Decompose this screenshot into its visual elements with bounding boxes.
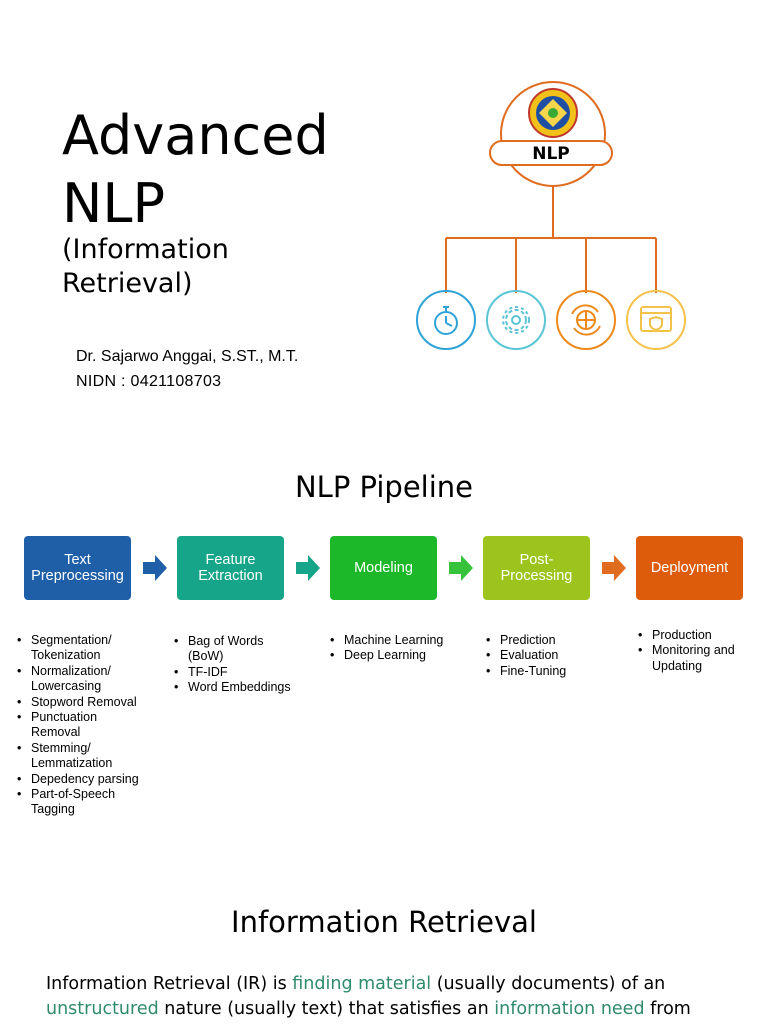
ir-text: (usually documents) of an [431,974,666,994]
ir-text: from [644,999,691,1019]
emblem-icon [528,88,578,138]
stage-bullet-item: Prediction [486,633,566,649]
stage-bullet-item: Segmentation/Tokenization [17,633,139,664]
stage-bullet-item: Fine-Tuning [486,664,566,680]
lines [445,81,657,293]
gear-icon [486,290,546,350]
nlp-logo-graphic: NLP [416,81,686,350]
arrow-right-icon [449,555,473,581]
stopwatch-icon [416,290,476,350]
stage-label-line: Text [64,552,91,568]
ir-highlight-term: information need [494,999,645,1019]
ir-highlight-term: unstructured [46,999,159,1019]
arrow-right-icon [602,555,626,581]
logo-label: NLP [532,144,570,164]
pipeline-title: NLP Pipeline [294,470,474,504]
ir-paragraph: Information Retrieval (IR) is finding ma… [46,972,746,1022]
stage-bullet-item: TF-IDF [174,665,291,681]
page-subtitle: (Information Retrieval) [62,233,229,301]
stage-bullet-item: Normalization/Lowercasing [17,664,139,695]
stage-label-line: Modeling [354,560,413,576]
stage-label-line: Extraction [198,568,263,584]
stage-bullet-item: Bag of Words(BoW) [174,634,291,665]
stage-bullet-item: Deep Learning [330,648,443,664]
browser-shield-icon [626,290,686,350]
stage-bullet-item: Stopword Removal [17,695,139,711]
ir-text: Information Retrieval (IR) is [46,974,293,994]
author-name: Dr. Sajarwo Anggai, S.ST., M.T. [76,348,299,365]
stage-label-line: Processing [500,568,573,584]
page-title: Advanced NLP [62,102,329,238]
stage-bullet-item: Depedency parsing [17,772,139,788]
refresh-globe-icon [556,290,616,350]
title-line-2: NLP [62,172,166,235]
subtitle-line-1: (Information [62,234,229,265]
stage-bullet-list: PredictionEvaluationFine-Tuning [485,633,566,680]
ir-text: nature (usually text) that satisfies an [158,999,495,1019]
stage-bullet-list: Bag of Words(BoW)TF-IDFWord Embeddings [173,634,291,696]
stage-bullet-item: Word Embeddings [174,680,291,696]
stage-bullet-list: Machine LearningDeep Learning [329,633,443,664]
stage-label-line: Feature [205,552,256,568]
subtitle-line-2: Retrieval) [62,268,193,299]
arrow-right-icon [296,555,320,581]
arrow-right-icon [143,555,167,581]
author-nidn: NIDN : 0421108703 [76,373,222,390]
stage-bullet-item: Stemming/Lemmatization [17,741,139,772]
stage-label-line: Deployment [650,560,729,576]
ir-title: Information Retrieval [231,905,537,939]
stage-bullet-item: Machine Learning [330,633,443,649]
stage-label-line: Post- [519,552,554,568]
stage-bullet-item: Production [638,628,735,644]
stage-bullet-item: Evaluation [486,648,566,664]
logo-label-box [489,140,613,166]
stage-label-line: Preprocessing [31,568,124,584]
pipeline-stage: Post-Processing [483,536,590,600]
title-line-1: Advanced [62,104,329,167]
pipeline-stage: Deployment [636,536,743,600]
stage-bullet-list: Segmentation/TokenizationNormalization/L… [16,633,139,818]
ir-highlight-term: finding material [292,974,432,994]
pipeline-stage: Modeling [330,536,437,600]
